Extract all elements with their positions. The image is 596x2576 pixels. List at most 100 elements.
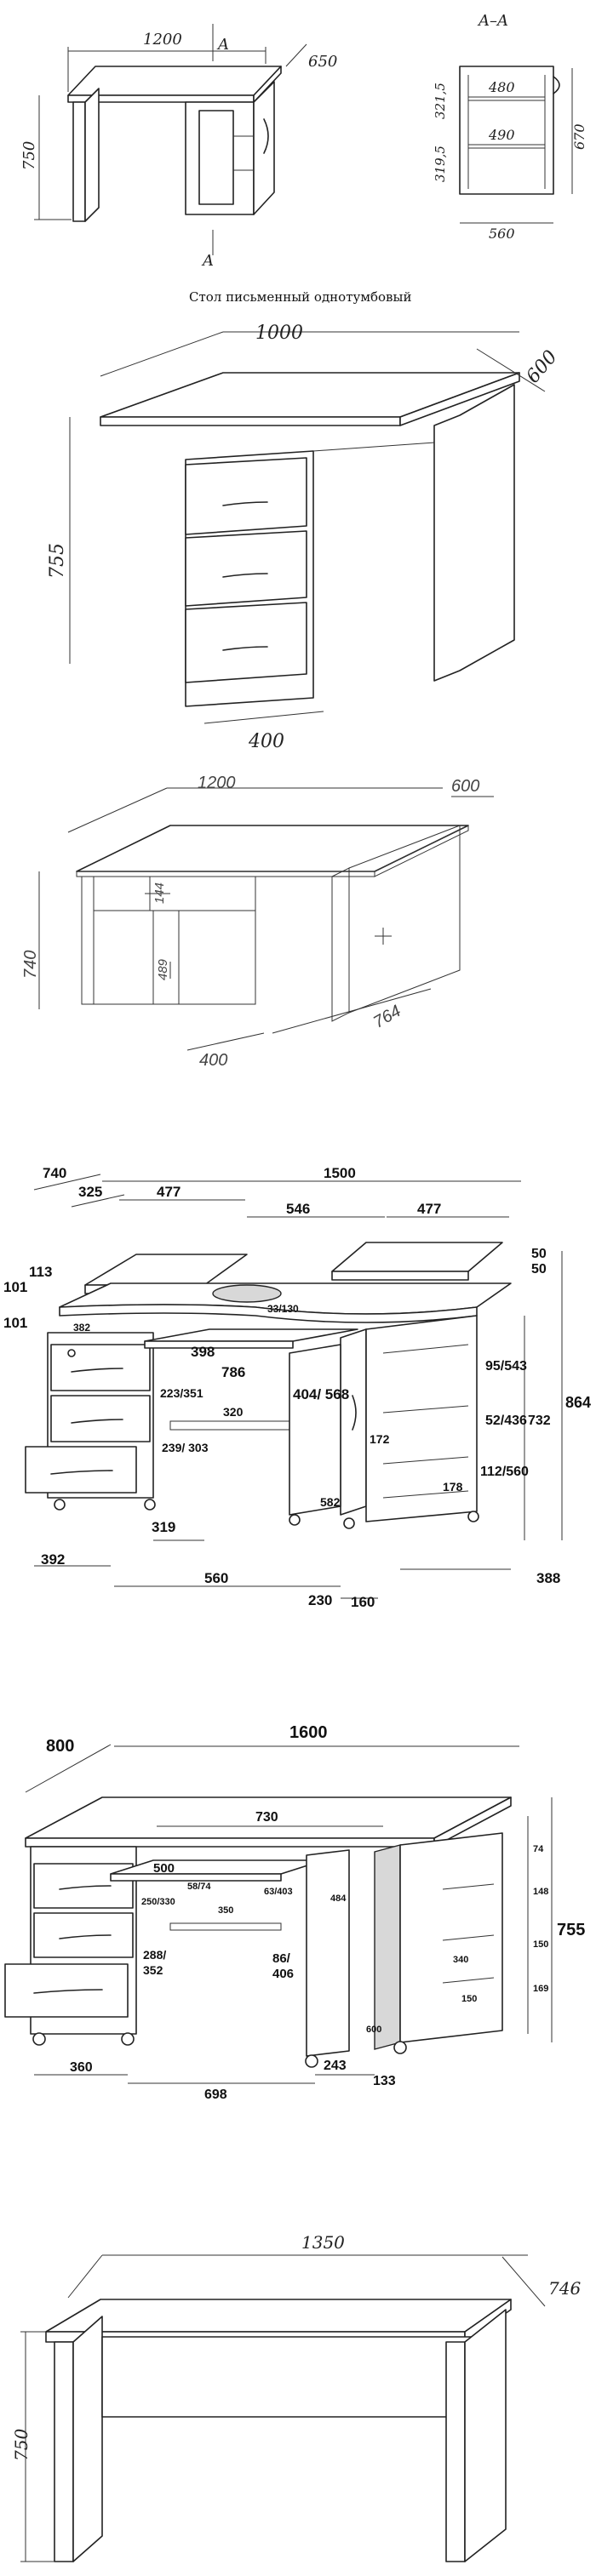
desk3-dim-764: 764 [370,1002,404,1032]
desk3-right-leg [331,867,350,1022]
desk5-dim-360: 360 [70,2060,93,2075]
desk1-caption: Стол письменный однотумбовый [189,289,411,305]
desk4-dim-320: 320 [223,1405,244,1419]
desk2-top [100,372,520,418]
desk5-drawer-2 [33,1912,134,1958]
desk4-dim-864: 864 [565,1394,591,1411]
desk4-keyboard-tray [144,1328,358,1342]
desk5-dim-86: 86/ [272,1951,291,1966]
desk1-section-dim-480: 480 [488,79,515,95]
desk4-dim-50-b: 50 [531,1262,547,1277]
desk1-section-mark-bottom: A [201,252,214,270]
desk5-panel: 800 1600 730 500 58/74 250/330 350 63/40… [0,1694,596,2145]
desk4-dim-1500: 1500 [324,1165,356,1181]
desk2-right-leg [433,384,515,682]
desk5-drawer-1 [33,1863,134,1909]
desk4-dim-398: 398 [191,1344,215,1360]
desk1-section-body [459,66,554,195]
desk2-drawer-3 [185,602,307,683]
desk5-keyboard-tray [110,1859,324,1875]
desk4-dim-477-left: 477 [157,1184,181,1200]
desk5-dim-340: 340 [453,1955,468,1965]
desk3-drawing: 1200 600 740 144 489 400 764 [21,774,494,1070]
desk5-dim-169: 169 [533,1984,548,1994]
desk4-dim-101-a: 101 [3,1279,27,1295]
desk6-modesty-panel [101,2336,478,2418]
desk1-section-dim-3215: 321,5 [433,83,448,119]
desk5-dim-288: 288/ [143,1948,166,1962]
desk3-panel: 1200 600 740 144 489 400 764 [0,766,596,1140]
desk4-drawing: 740 1500 325 477 546 477 113 50 50 33/13… [3,1165,591,1610]
desk4-right-shelf-unit [365,1315,478,1522]
desk1-section-mark-top: A [216,36,229,54]
desk5-dim-1600: 1600 [289,1723,328,1742]
desk4-dim-230: 230 [308,1592,332,1608]
desk2-dim-width: 1000 [255,323,303,344]
desk4-dim-101-b: 101 [3,1315,27,1331]
desk4-dim-319: 319 [152,1519,175,1535]
desk4-left-top-shelf [84,1254,248,1286]
desk5-dim-58-74: 58/74 [187,1882,211,1892]
desk1-top [67,66,282,96]
desk5-dim-800: 800 [46,1737,74,1756]
desk4-cpu-cabinet [289,1344,341,1516]
desk5-dim-755: 755 [557,1921,585,1939]
desk5-dim-150: 150 [533,1939,548,1950]
desk1-left-leg [72,101,86,222]
desk6-dim-width: 1350 [301,2232,345,2253]
desk6-left-leg [54,2341,74,2562]
desk3-dim-400: 400 [199,1051,227,1070]
desk1-dim-depth: 650 [308,53,337,71]
desk4-partition [340,1328,367,1516]
desk3-left-leg [81,876,95,1005]
desk5-dim-74: 74 [533,1844,544,1854]
desk1-section-dim-670: 670 [571,123,587,150]
desk5-dim-250-330: 250/330 [141,1897,175,1907]
desk4-drawer-2 [50,1395,151,1442]
desk4-dim-223-351: 223/351 [160,1386,203,1400]
desk5-dim-148: 148 [533,1887,548,1897]
desk1-section-dim-3195: 319,5 [433,146,448,182]
desk4-dim-732: 732 [528,1414,551,1428]
desk5-dim-150-b: 150 [461,1994,477,2004]
desk5-dim-243: 243 [324,2059,347,2073]
desk1-section-dim-490: 490 [488,127,515,143]
desk5-dim-698: 698 [204,2088,227,2102]
desk5-dim-600: 600 [366,2025,381,2035]
desk5-dim-406: 406 [272,1967,294,1981]
desk4-dim-239-303: 239/ 303 [162,1441,209,1454]
desk2-panel: 1000 600 755 400 [0,323,596,766]
desk2-handle-1 [222,501,268,506]
desk6-dim-height: 750 [11,2429,32,2461]
desk5-caster [32,2032,46,2046]
desk2-drawer-1 [185,457,307,535]
desk5-right-shelf-unit [399,1832,503,2043]
desk4-dim-113: 113 [29,1264,52,1280]
desk4-dim-477-right: 477 [417,1201,441,1217]
desk5-dim-484: 484 [330,1893,347,1904]
desk4-dim-582: 582 [320,1495,341,1509]
desk6-right-leg [445,2341,466,2562]
desk4-dim-388: 388 [536,1570,560,1586]
desk2-drawing: 1000 600 755 400 [47,323,562,752]
desk6-drawing: 1350 746 750 [11,2232,581,2562]
desk6-top [45,2299,512,2333]
desk3-dim-144: 144 [152,882,167,904]
desk4-drawer-1 [50,1344,151,1391]
desk4-right-top-shelf [331,1242,503,1272]
desk4-dim-95-543: 95/543 [485,1359,527,1374]
desk4-drawer-3-open [25,1446,137,1494]
desk4-dim-392: 392 [41,1551,65,1568]
desk4-dim-52-436: 52/436 [485,1414,527,1428]
desk5-back-panel [374,1844,401,2050]
desk5-dim-352: 352 [143,1963,163,1977]
desk5-drawing: 800 1600 730 500 58/74 250/330 350 63/40… [4,1723,585,2102]
desk3-dim-height: 740 [21,951,40,979]
desk1-drawing: 1200 650 750 A A A–A 480 490 321,5 319,5… [20,12,587,305]
desk4-dim-172: 172 [370,1432,390,1446]
desk1-dim-height: 750 [20,141,38,170]
desk6-panel: 1350 746 750 [0,2162,596,2576]
desk5-lower-tray [169,1922,282,1931]
desk3-dim-width: 1200 [198,774,236,792]
desk3-dim-489: 489 [156,958,170,980]
